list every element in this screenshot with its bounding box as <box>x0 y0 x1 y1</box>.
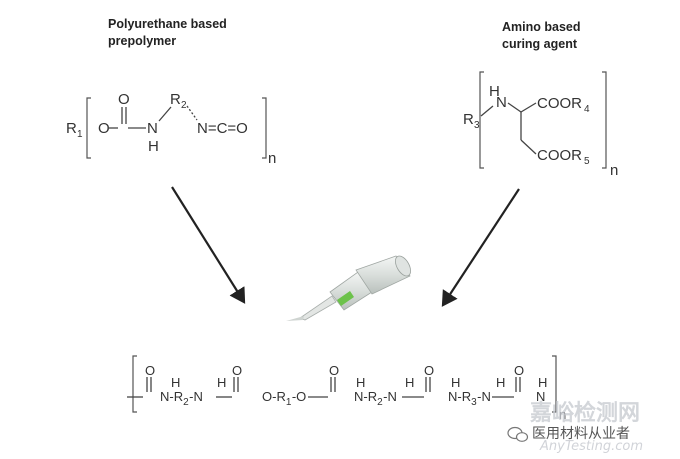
amine-nitrogen-label: N <box>496 94 507 111</box>
product-amide-hydrogen: H <box>496 375 505 390</box>
product-bracket-left <box>132 355 137 413</box>
bond-ch2-ester2 <box>520 139 537 155</box>
bond-ch-ester1 <box>520 102 537 113</box>
prepolymer-title-line2: prepolymer <box>108 34 176 48</box>
product-chain-subscript: 3 <box>471 397 477 408</box>
amide-hydrogen-label: H <box>148 138 159 155</box>
r3-subscript: 3 <box>474 120 480 131</box>
product-chain-tail: -N <box>477 389 491 404</box>
watermark-site: 嘉峪检测网 <box>530 400 640 426</box>
bond-r2-n <box>186 105 198 121</box>
r2-subscript: 2 <box>181 100 187 111</box>
product-chain-subscript: 2 <box>183 397 189 408</box>
curing-agent-repeat-n: n <box>610 162 618 179</box>
curing-agent-bracket-left <box>479 71 484 169</box>
applicator-syringe-icon <box>286 255 411 321</box>
carbonyl-oxygen-label: O <box>118 91 130 108</box>
product-amide-hydrogen: H <box>217 375 226 390</box>
amine-hydrogen-label: H <box>489 83 500 100</box>
prepolymer-title: Polyurethane based prepolymer <box>108 17 227 48</box>
ester2-subscript: 5 <box>584 156 590 167</box>
curing-agent-structure: H R 3 N COOR 4 COOR 5 n <box>463 71 618 179</box>
product-repeat-n: n <box>559 407 566 422</box>
r3-label: R <box>463 111 474 128</box>
bond-n-ch <box>507 102 522 113</box>
product-amide-hydrogen: H <box>171 375 180 390</box>
prepolymer-structure: R 1 O O N H R 2 N=C=O n <box>66 91 276 167</box>
watermark-account: 医用材料从业者 <box>532 426 630 442</box>
product-carbonyl-oxygen: O <box>424 363 434 378</box>
wechat-icon <box>507 426 529 442</box>
curing-agent-title-line2: curing agent <box>502 37 578 51</box>
prepolymer-bracket-left <box>86 97 91 159</box>
product-amide-hydrogen: H <box>538 375 547 390</box>
r1-subscript: 1 <box>77 129 83 140</box>
prepolymer-repeat-n: n <box>268 150 276 167</box>
product-carbonyl-oxygen: O <box>329 363 339 378</box>
product-terminal-nitrogen: N <box>536 389 545 404</box>
amide-nitrogen-label: N <box>147 120 158 137</box>
watermark-url: AnyTesting.com <box>539 439 643 454</box>
ester1-subscript: 4 <box>584 104 590 115</box>
product-amide-hydrogen: H <box>405 375 414 390</box>
curing-agent-title-line1: Amino based <box>502 20 581 34</box>
product-chain-segment: O-R <box>262 389 286 404</box>
right-arrow <box>441 188 520 307</box>
r1-label: R <box>66 120 77 137</box>
ester1-label: COOR <box>537 95 582 112</box>
bond-n-r2 <box>158 106 172 122</box>
ester-oxygen-label: O <box>98 120 110 137</box>
product-chain-tail: -N <box>383 389 397 404</box>
product-carbonyl-oxygen: O <box>145 363 155 378</box>
product-chain-subscript: 2 <box>377 397 383 408</box>
r2-label: R <box>170 91 181 108</box>
curing-agent-title: Amino based curing agent <box>502 20 581 51</box>
product-bracket-right <box>552 355 557 413</box>
product-chain-tail: -O <box>292 389 306 404</box>
product-chain-segment: N-R <box>354 389 377 404</box>
product-carbonyl-oxygen: O <box>232 363 242 378</box>
product-amide-hydrogen: H <box>451 375 460 390</box>
ester2-label: COOR <box>537 147 582 164</box>
product-carbonyl-oxygen: O <box>514 363 524 378</box>
product-amide-hydrogen: H <box>356 375 365 390</box>
prepolymer-bracket-right <box>262 97 267 159</box>
bond-r3-n <box>480 105 494 117</box>
prepolymer-title-line1: Polyurethane based <box>108 17 227 31</box>
left-arrow <box>171 186 246 304</box>
product-chain-segment: N-R <box>160 389 183 404</box>
product-chain-subscript: 1 <box>286 397 292 408</box>
product-chain-segment: N-R <box>448 389 471 404</box>
isocyanate-label: N=C=O <box>197 120 248 137</box>
watermark: 嘉峪检测网 AnyTesting.com 医用材料从业者 <box>507 400 643 454</box>
product-chain-tail: -N <box>189 389 203 404</box>
curing-agent-bracket-right <box>602 71 607 169</box>
